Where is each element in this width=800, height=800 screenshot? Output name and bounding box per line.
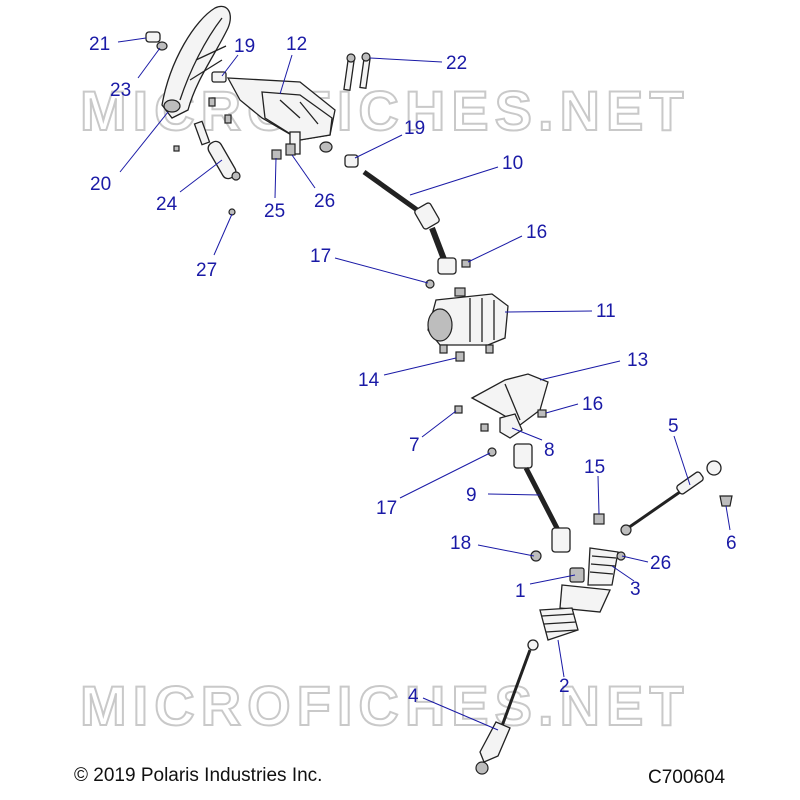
leader-7 <box>421 410 457 438</box>
leader-17a <box>334 257 429 284</box>
callout-11: 11 <box>596 301 616 322</box>
lower-bracket-part <box>470 373 549 426</box>
steering-wheel-part <box>161 5 231 119</box>
leader-16b <box>545 403 579 414</box>
callout-16a: 16 <box>526 222 547 243</box>
callout-12: 12 <box>286 34 307 55</box>
leader-16a <box>467 235 523 263</box>
tie-rod-part-5 <box>620 460 722 536</box>
callout-4: 4 <box>408 686 419 707</box>
leader-3 <box>611 565 635 582</box>
bolt-part-c <box>173 145 180 152</box>
callout-6: 6 <box>726 533 737 554</box>
leader-26a <box>291 154 316 189</box>
nut-part-18 <box>530 550 542 562</box>
callout-9: 9 <box>466 485 477 506</box>
leader-25 <box>274 157 277 199</box>
callout-17a: 17 <box>310 246 331 267</box>
callout-20: 20 <box>90 174 111 195</box>
callout-19b: 19 <box>404 118 425 139</box>
callout-26b: 26 <box>650 553 671 574</box>
callout-3: 3 <box>630 579 641 600</box>
leader-14 <box>383 357 457 376</box>
callout-18: 18 <box>450 533 471 554</box>
nut-part-17b <box>487 447 497 457</box>
callout-27: 27 <box>196 260 217 281</box>
cover-part-8 <box>499 413 523 439</box>
bolt-part-7a <box>454 405 463 414</box>
callout-25: 25 <box>264 201 285 222</box>
leader-8 <box>511 427 543 441</box>
bolt-part-14 <box>455 351 465 362</box>
callout-5: 5 <box>668 416 679 437</box>
leader-10 <box>409 166 499 196</box>
callout-10: 10 <box>502 153 523 174</box>
leader-13 <box>539 360 621 381</box>
steering-rack-part <box>539 547 619 641</box>
tie-rod-part-4 <box>475 639 539 775</box>
eps-motor-part <box>427 287 509 354</box>
callout-24: 24 <box>156 194 178 215</box>
bushing-part-19a <box>211 71 227 83</box>
leader-19a <box>221 54 239 77</box>
leader-22 <box>369 57 443 63</box>
nut-part-17a <box>425 279 435 289</box>
leader-19b <box>354 134 403 159</box>
leader-2 <box>557 639 565 678</box>
bolt-part-25 <box>271 149 282 160</box>
cap-part-21 <box>145 31 161 43</box>
long-bolts-part <box>343 52 371 92</box>
upper-shaft-part <box>362 169 457 275</box>
bolt-part-b <box>224 114 232 124</box>
watermark-bottom: MICROFICHES.NET <box>80 674 690 737</box>
callout-21: 21 <box>89 34 110 55</box>
callout-2: 2 <box>559 676 570 697</box>
washer-part-26a <box>285 143 296 156</box>
copyright-text: © 2019 Polaris Industries Inc. <box>74 765 322 786</box>
callout-16b: 16 <box>582 394 603 415</box>
washer-part-26b <box>616 551 626 561</box>
leader-18 <box>477 544 535 557</box>
bolt-part-16b <box>537 409 547 418</box>
leader-4 <box>422 697 499 731</box>
leader-23 <box>137 47 161 79</box>
bushing-part-19b <box>344 154 359 168</box>
leader-27 <box>213 213 233 256</box>
bolt-part-a <box>208 97 216 107</box>
callout-7: 7 <box>409 435 420 456</box>
nut-part-6 <box>719 495 733 507</box>
leader-9 <box>487 493 541 496</box>
leader-24 <box>179 159 223 193</box>
leader-26b <box>621 555 649 563</box>
leader-1 <box>529 574 576 585</box>
column-bracket-part <box>226 77 336 155</box>
leader-11 <box>504 310 593 313</box>
bolt-part-16a <box>461 259 471 268</box>
callout-14: 14 <box>358 370 380 391</box>
callout-23: 23 <box>110 80 131 101</box>
diagram-code: C700604 <box>648 767 726 788</box>
callout-19a: 19 <box>234 36 255 57</box>
leader-12 <box>279 54 293 95</box>
callout-13: 13 <box>627 350 648 371</box>
bolt-part-15 <box>593 513 605 525</box>
callout-22: 22 <box>446 53 467 74</box>
leader-21 <box>117 37 147 43</box>
callout-15: 15 <box>584 457 605 478</box>
leader-20 <box>119 111 169 173</box>
intermediate-shaft-part <box>513 443 571 553</box>
leader-17b <box>399 452 491 499</box>
bolt-part-7b <box>480 423 489 432</box>
callout-1: 1 <box>515 581 526 602</box>
nut-part-23 <box>156 41 168 51</box>
leader-5 <box>673 435 691 486</box>
leader-15 <box>597 475 600 515</box>
leader-6 <box>725 505 731 531</box>
callout-17b: 17 <box>376 498 397 519</box>
callout-8: 8 <box>544 440 555 461</box>
callout-26a: 26 <box>314 191 335 212</box>
